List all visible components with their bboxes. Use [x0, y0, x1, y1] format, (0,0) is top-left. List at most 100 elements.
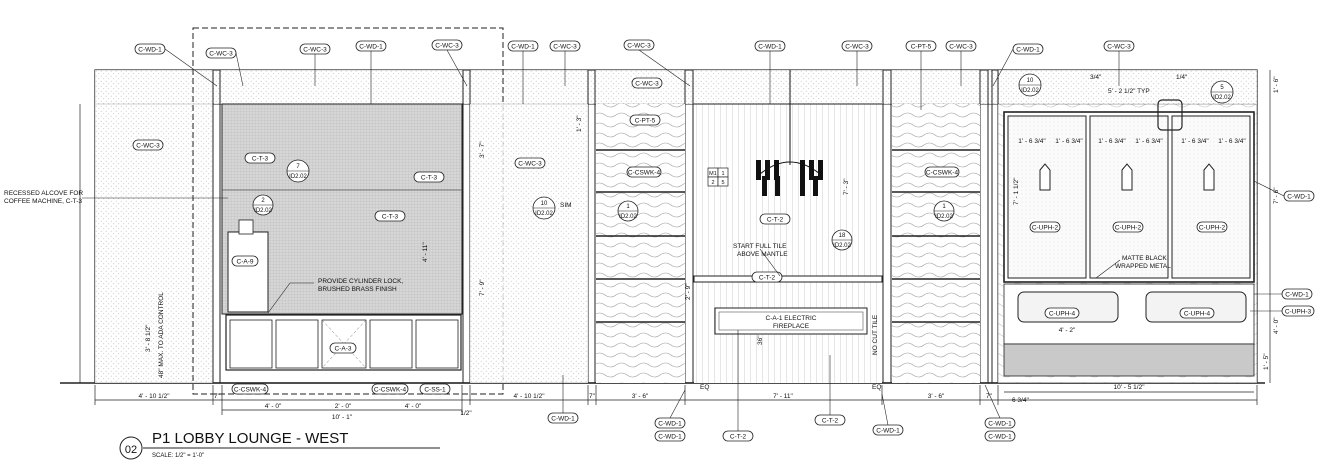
drawing-title-block: 02 P1 LOBBY LOUNGE - WEST SCALE: 1/2" = …: [119, 430, 440, 460]
dim: 10' - 5 1/2": [1113, 384, 1145, 391]
tag-label: C-WD-1: [876, 428, 900, 435]
note-typ: 5' - 2 1/2" TYP: [1108, 88, 1150, 95]
tag-label: C-WC-3: [303, 47, 327, 54]
tag-label: C-WD-1: [758, 44, 782, 51]
drawing-title: P1 LOBBY LOUNGE - WEST: [152, 430, 348, 447]
annotations: RECESSED ALCOVE FOR COFFEE MACHINE, C-T-…: [4, 88, 1171, 391]
tag-label: C-WC-3: [209, 51, 233, 58]
bubble-number: 10: [1027, 78, 1034, 84]
dim: 7' - 11": [773, 393, 793, 400]
note-fireplace-line2: FIREPLACE: [773, 323, 810, 330]
tag-label: C-UPH-2: [1199, 225, 1226, 232]
detail-bubble-labels: [253, 84, 1233, 241]
dim: 7' - 3": [843, 178, 850, 195]
note-sim: SIM: [560, 202, 572, 209]
dim: 1' - 6 3/4": [1135, 138, 1163, 145]
bubble-sheet: ID2.02: [289, 174, 307, 180]
note-recess-line2: COFFEE MACHINE, C-T-3: [4, 198, 82, 205]
note-ada: 48" MAX. TO ADA CONTROL: [158, 292, 165, 378]
dim: 1' - 6": [1273, 76, 1280, 93]
tag-label: C-T-3: [421, 175, 438, 182]
tag-label: C-WD-1: [511, 44, 535, 51]
dim: 7": [214, 393, 221, 400]
bubble-sheet: ID2.02: [619, 214, 637, 220]
bubble-number: 7: [296, 164, 300, 170]
tag-label: C-CSWK-4: [234, 387, 267, 394]
shelving-bay-right: [892, 104, 980, 383]
tag-label: C-WD-1: [1285, 292, 1309, 299]
material-tag-labels: C-WD-1 C-WC-3 C-WC-3 C-WD-1 C-WC-3 C-WD-…: [136, 43, 1311, 441]
bubble-sheet: ID2.02: [535, 211, 553, 217]
dim: 4' - 10 1/2": [138, 393, 170, 400]
tag-label: C-T-2: [730, 434, 747, 441]
keynote-box: [707, 167, 729, 187]
dim: 4' - 11": [422, 242, 429, 262]
drawing-number: 02: [125, 444, 137, 456]
keynote-5: 5: [721, 180, 724, 186]
note-no-cut-tile: NO CUT TILE: [872, 314, 879, 355]
wall-outline: [60, 69, 1265, 384]
tag-label: C-A-3: [335, 346, 352, 353]
fireplace-bay: [693, 103, 883, 383]
tag-label: C-UPH-3: [1285, 309, 1312, 316]
dim: 1' - 6 3/4": [1018, 138, 1046, 145]
note-metal-line1: MATTE BLACK: [1122, 255, 1167, 262]
tag-label: C-CSWK-4: [628, 170, 661, 177]
dim: 1' - 5": [1263, 353, 1270, 370]
tag-label: C-WC-3: [1107, 44, 1131, 51]
chandelier-icon: [756, 70, 823, 196]
tag-label: C-WC-3: [518, 161, 542, 168]
tag-label: C-WC-3: [553, 44, 577, 51]
bubble-number: 2: [261, 198, 265, 204]
tag-label: C-PT-5: [635, 118, 656, 125]
bubble-number: 1: [942, 204, 946, 210]
tag-label: C-CSWK-4: [374, 387, 407, 394]
tag-label: C-T-3: [252, 156, 269, 163]
note-metal-line2: WRAPPED METAL: [1115, 263, 1171, 270]
note-fireplace-line1: C-A-1 ELECTRIC: [766, 315, 817, 322]
bubble-sheet: ID2.02: [833, 243, 851, 249]
tag-label: C-WD-1: [359, 44, 383, 51]
dim: 10' - 1": [332, 414, 353, 421]
tag-label: C-UPH-2: [1032, 225, 1059, 232]
dim: 4' - 10 1/2": [513, 393, 545, 400]
tag-label: C-T-2: [767, 217, 784, 224]
dim: 7' - 6": [1273, 187, 1280, 204]
tag-label: C-WD-1: [658, 434, 682, 441]
tag-label: C-T-2: [759, 275, 776, 282]
bubble-sheet: ID2.02: [935, 214, 953, 220]
upholstered-bay: [998, 99, 1257, 383]
tag-label: C-T-2: [822, 418, 839, 425]
tag-label: C-SS-1: [424, 387, 446, 394]
leader-lines: [82, 48, 1285, 431]
dimension-lines: [79, 70, 1271, 415]
keynote-m1: M1: [709, 171, 717, 177]
note-eq-left: EQ: [700, 384, 709, 391]
note-lock-line1: PROVIDE CYLINDER LOCK,: [318, 278, 403, 285]
dim: 6 3/4": [1012, 397, 1029, 404]
dim: 3/4": [1090, 74, 1102, 81]
dim: 1/2": [460, 410, 472, 417]
bubble-number: 18: [839, 233, 846, 239]
dim: 4' - 0": [1273, 317, 1280, 334]
shelving-bay-left: [596, 104, 685, 383]
bubble-number: 1: [626, 204, 630, 210]
dim: 1' - 6 3/4": [1055, 138, 1083, 145]
bubble-number: 10: [541, 201, 548, 207]
dim: 2' - 0": [335, 403, 352, 410]
tag-label: C-PT-5: [911, 44, 932, 51]
sconce-icon: [1039, 163, 1215, 191]
dim: 1' - 6 3/4": [1181, 138, 1209, 145]
dim: 3' - 7": [479, 141, 486, 158]
middle-wall-panel: [470, 104, 588, 383]
tag-label: C-WD-1: [988, 421, 1012, 428]
dim: 3' - 6": [632, 393, 649, 400]
dim: 1' - 3": [576, 115, 583, 132]
bubble-sheet: ID2.02: [1213, 95, 1231, 101]
tag-label: C-WD-1: [988, 434, 1012, 441]
tag-label: C-WC-3: [136, 143, 160, 150]
dimension-labels: 4' - 10 1/2" 7" 4' - 0" 2' - 0" 4' - 0" …: [138, 74, 1280, 421]
tag-label: C-WD-1: [1287, 194, 1311, 201]
dim: 3' - 8 1/2": [145, 324, 152, 352]
tag-label: C-T-3: [382, 214, 399, 221]
